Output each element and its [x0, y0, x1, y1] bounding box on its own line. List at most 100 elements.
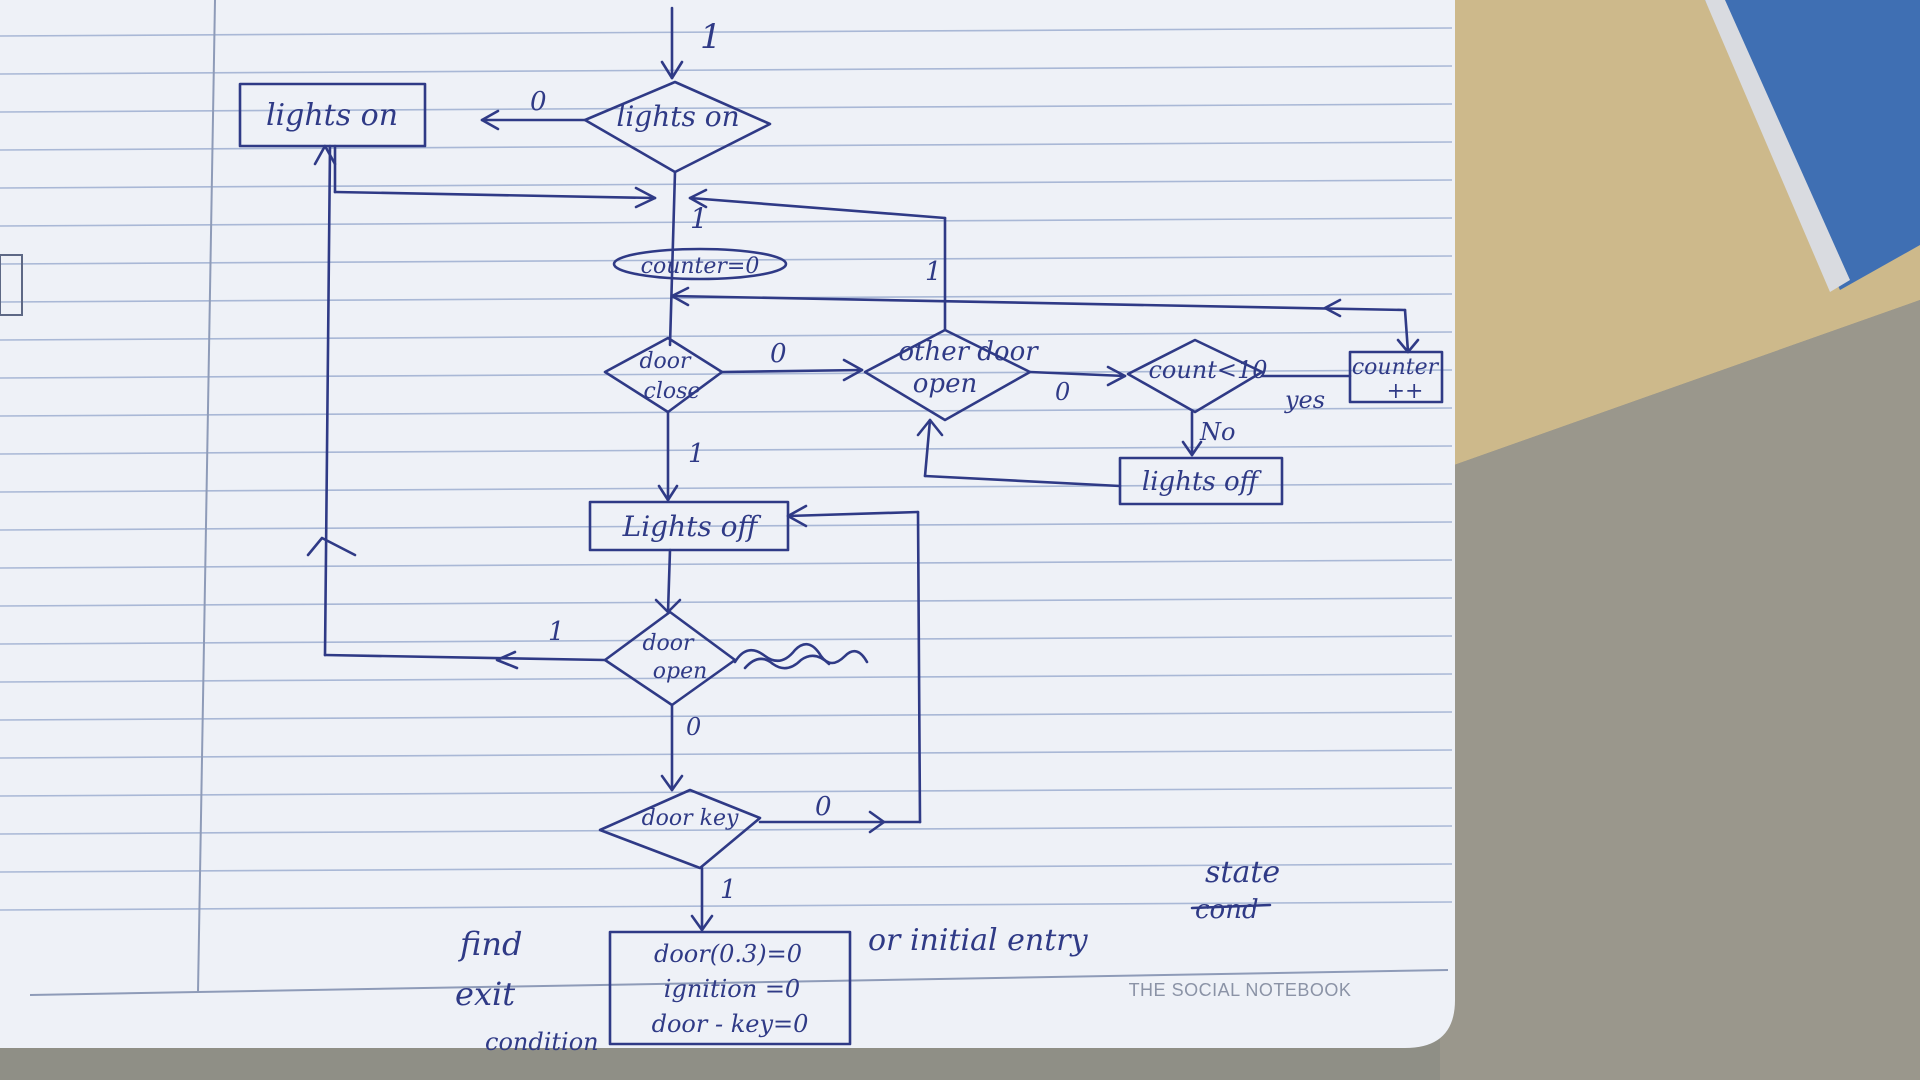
box-counter	[1348, 350, 1444, 404]
box-counter-label-2: ++	[1387, 379, 1424, 404]
box-lights-off-label: Lights off	[622, 510, 762, 543]
scribbled-out-text-2	[743, 654, 831, 670]
page-bottom-line	[29, 969, 1449, 996]
door-open-zero-arrowhead	[660, 774, 684, 792]
other-door-loop-back	[688, 196, 947, 220]
exit-condition-1: door(0.3)=0	[654, 940, 802, 968]
ruled-line	[0, 217, 1453, 227]
decision-door-open-label-1: door	[642, 631, 695, 656]
ruled-line	[0, 597, 1453, 607]
previous-page-tab	[0, 254, 23, 316]
lights-on-to-main-arrowhead	[634, 186, 657, 209]
ruled-line	[0, 483, 1453, 493]
count-yes-label: yes	[1284, 386, 1325, 414]
ruled-line	[0, 103, 1453, 113]
lights-on-one-label: 1	[690, 202, 708, 235]
lights-off-right-up	[923, 418, 932, 478]
ruled-line	[0, 673, 1453, 683]
door-close-zero-arrowhead	[842, 358, 864, 382]
start-arrowhead	[660, 60, 684, 80]
ruled-line	[0, 521, 1453, 531]
ruled-line	[0, 407, 1453, 417]
door-key-one-arrowhead	[690, 914, 714, 932]
decision-door-close-label-1: door	[639, 349, 692, 374]
counter-loop-back	[670, 294, 1407, 312]
ruled-line	[0, 255, 1453, 265]
back-to-lights-on-arrowhead-mid	[306, 536, 357, 557]
door-key-zero-label: 0	[815, 792, 832, 822]
exit-condition-2: ignition =0	[664, 975, 800, 1003]
door-close-one-label: 1	[688, 439, 705, 469]
box-exit-conditions	[608, 930, 852, 1046]
counter-loop-arrowhead	[670, 286, 690, 307]
lights-off-down	[666, 548, 672, 614]
door-key-zero-mid-arrowhead	[868, 810, 886, 834]
door-close-one-arrowhead	[657, 484, 679, 502]
decision-door-key	[598, 788, 762, 870]
box-lights-off-right-label: lights off	[1142, 467, 1263, 497]
counter-init-label: counter=0	[641, 254, 760, 279]
counter-loop-down	[1403, 308, 1410, 354]
box-lights-on	[238, 82, 427, 148]
counter-init-oval	[612, 247, 788, 281]
ruled-line	[0, 559, 1453, 569]
box-lights-on-label: lights on	[266, 98, 398, 133]
decision-door-open-label-2: open	[653, 659, 708, 684]
decision-door-close-label-2: close	[644, 379, 701, 404]
lights-on-to-main	[333, 190, 657, 200]
decision-count-lt-10-label: count<10	[1148, 356, 1267, 384]
ruled-line	[0, 749, 1453, 759]
door-open-zero-label: 0	[686, 713, 701, 741]
other-door-loop-arrowhead	[688, 188, 708, 209]
door-open-one-label: 1	[548, 617, 565, 647]
door-close-zero-label: 0	[770, 339, 787, 369]
door-close-zero-edge	[720, 368, 864, 374]
count-no-arrowhead	[1181, 440, 1203, 457]
door-key-zero-up	[916, 510, 922, 824]
other-door-zero-arrowhead	[1106, 365, 1127, 387]
note-state: state	[1205, 855, 1280, 890]
door-key-zero-back	[786, 510, 920, 518]
ruled-line	[0, 445, 1453, 455]
page-margin-line	[197, 0, 216, 993]
book-edge	[1705, 0, 1850, 292]
ruled-line	[0, 711, 1453, 721]
exit-label: exit	[455, 975, 515, 1013]
ruled-line	[0, 27, 1453, 37]
ruled-line	[0, 65, 1453, 75]
main-line-top	[668, 170, 677, 347]
find-label: find	[458, 925, 522, 963]
box-lights-off	[588, 500, 790, 552]
decision-other-door-open-label-1: other door	[898, 337, 1039, 367]
door-open-one-edge	[323, 653, 607, 662]
lights-on-zero-label: 0	[530, 87, 547, 117]
start-label: 1	[700, 17, 722, 57]
notebook-brand: THE SOCIAL NOTEBOOK	[1129, 980, 1352, 1000]
decision-other-door-open	[863, 328, 1032, 422]
door-key-one-label: 1	[720, 875, 737, 905]
scribbled-out-text	[733, 642, 869, 665]
other-door-zero-label: 0	[1055, 378, 1070, 406]
box-lights-off-right	[1118, 456, 1284, 506]
ruled-line	[0, 901, 1453, 911]
decision-count-lt-10	[1126, 338, 1264, 414]
ruled-line	[0, 179, 1453, 189]
counter-loop-mid-arrowhead	[1323, 298, 1342, 318]
grey-floor	[1440, 300, 1920, 1080]
back-to-lights-on-arrowhead-top	[313, 144, 337, 166]
decision-door-key-label: door key	[642, 806, 739, 831]
box-counter-label-1: counter	[1352, 355, 1440, 380]
ruled-line	[0, 787, 1453, 797]
ruled-line	[0, 825, 1453, 835]
door-open-one-arrowhead	[495, 650, 519, 670]
note-or-initial-entry: or initial entry	[868, 923, 1089, 958]
other-door-zero-edge	[1028, 370, 1127, 378]
blue-book	[1705, 0, 1920, 290]
back-to-lights-on-up	[323, 144, 332, 657]
ruled-line	[0, 635, 1453, 645]
ruled-line	[0, 369, 1453, 379]
note-struck-word: cond	[1195, 895, 1259, 925]
loop-one-label: 1	[925, 257, 942, 287]
